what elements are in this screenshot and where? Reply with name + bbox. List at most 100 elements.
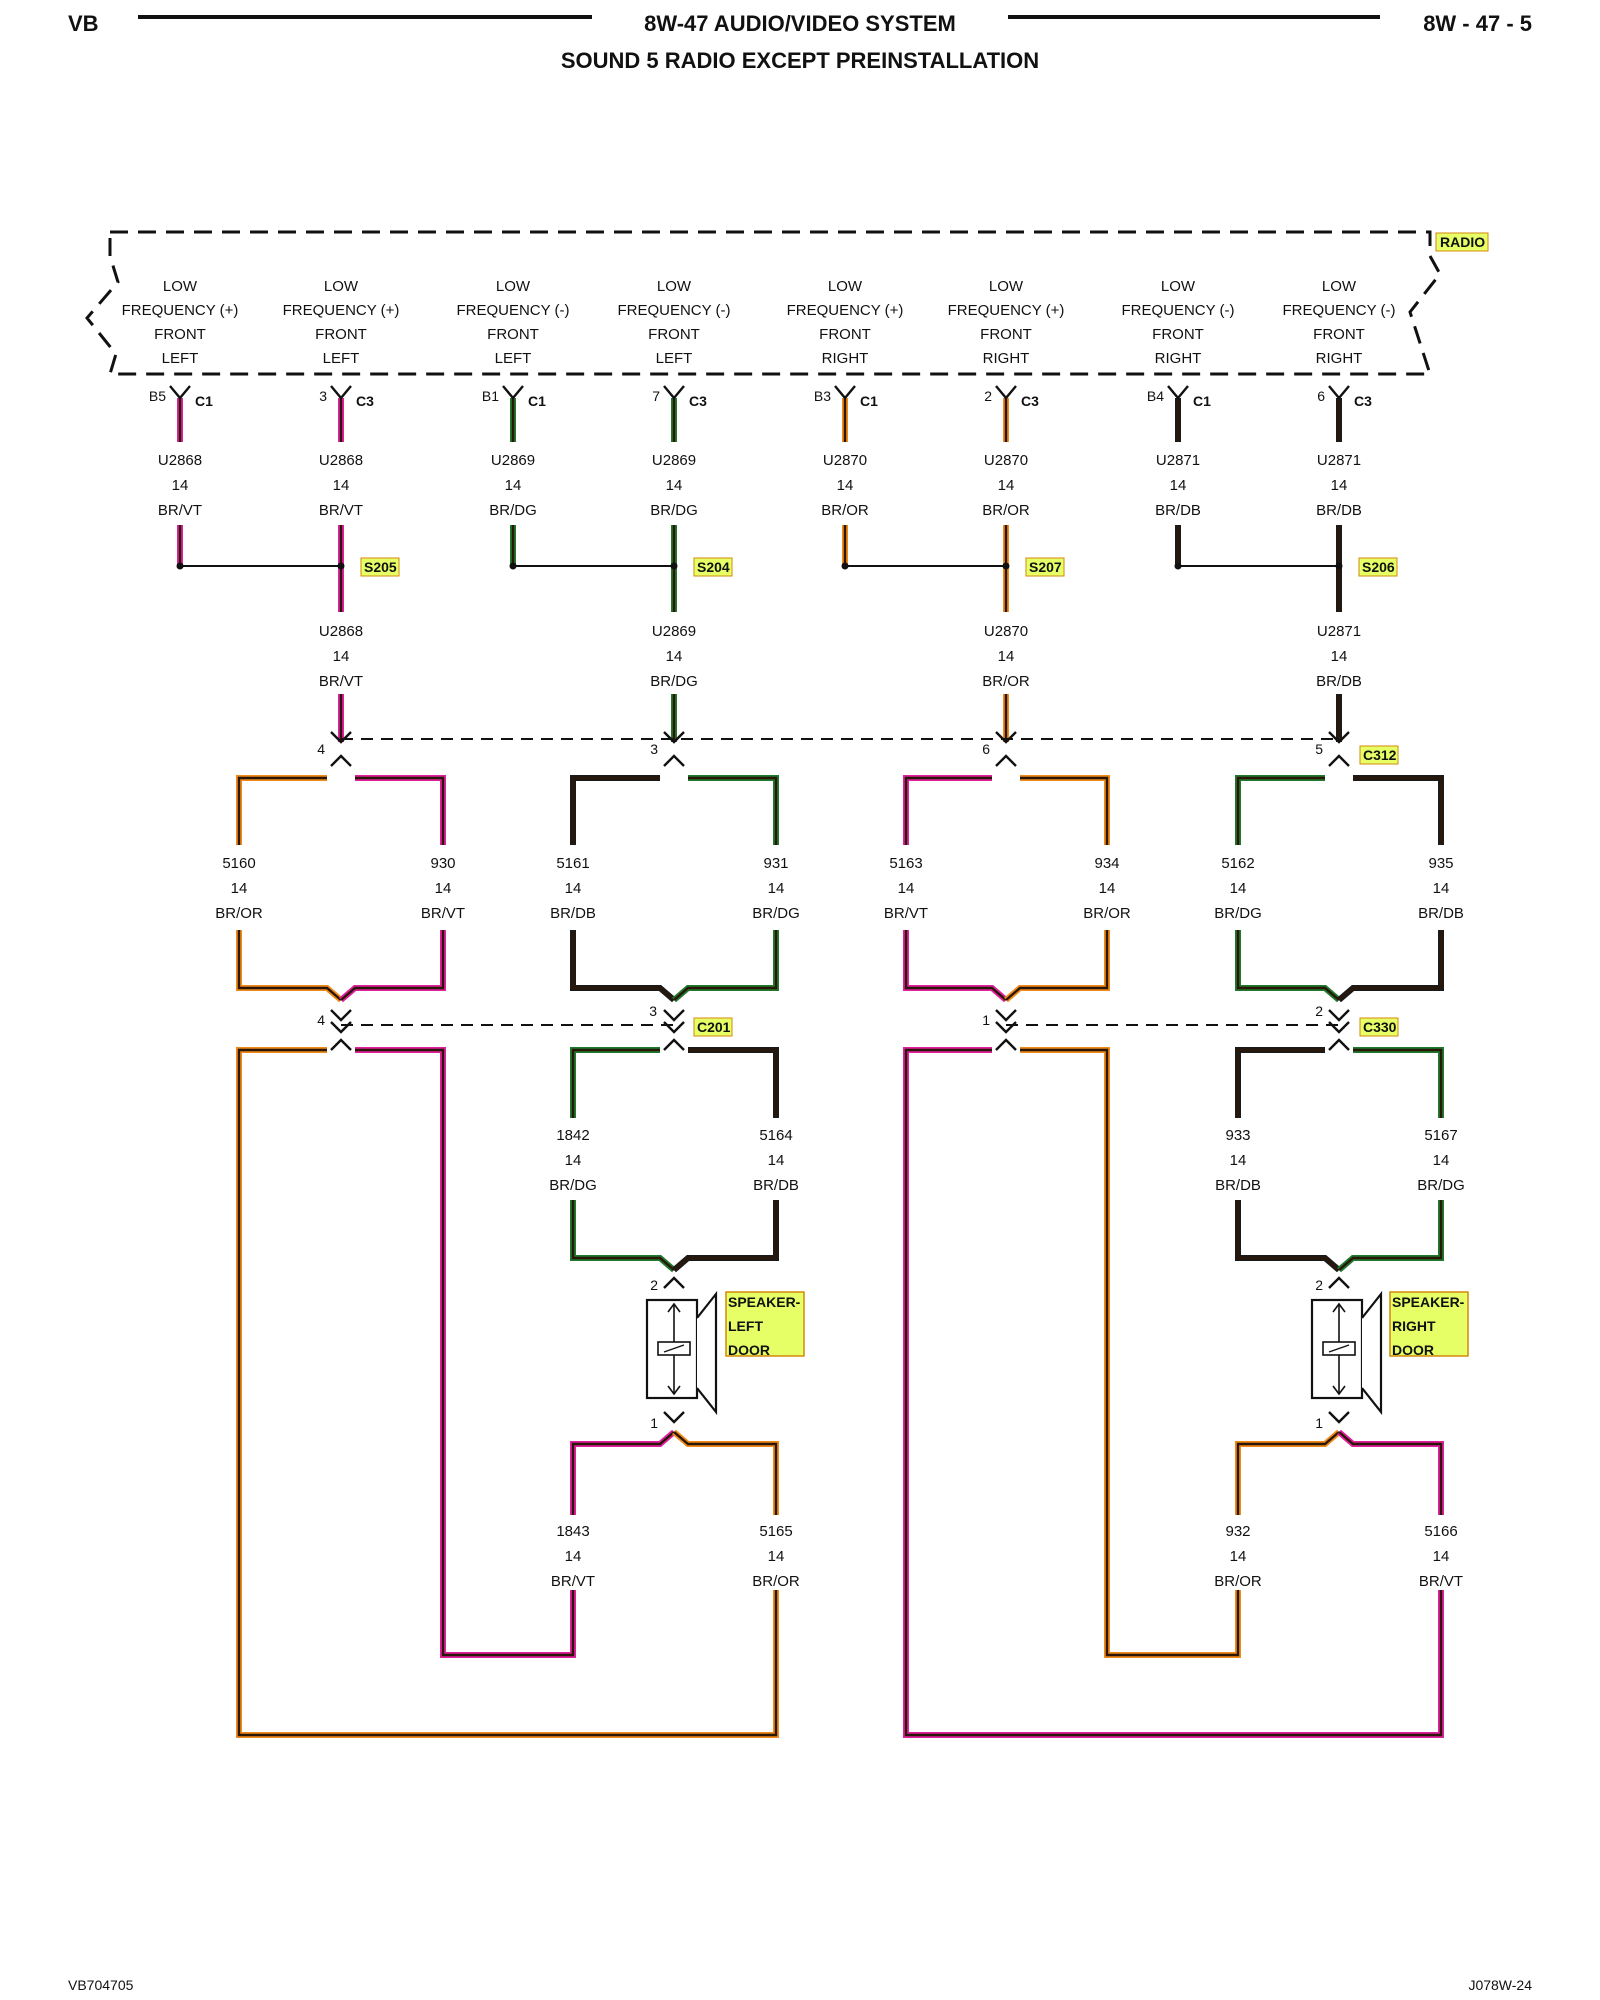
c201-pin-3-number: 3 <box>649 1003 657 1019</box>
left_door-lower-wire-0-color: BR/VT <box>551 1573 595 1590</box>
right_door-speaker-pin-top <box>1328 1276 1350 1289</box>
splice-1-label: S204 <box>697 559 730 575</box>
radio-terminal-label-7-line4: RIGHT <box>1316 350 1363 367</box>
c201-c330-pin-0-male <box>330 1038 352 1051</box>
c312-wire-3-lower <box>672 930 779 1003</box>
c312-wire-7-circuit: 935 <box>1428 855 1453 872</box>
c312-wire-2-upper <box>570 775 660 845</box>
right_door-upper-wire-1-bottom-base <box>1338 1200 1443 1271</box>
radio-terminal-label-5-line2: FREQUENCY (+) <box>948 302 1065 319</box>
c312-wire-2-lower-base <box>571 930 675 1001</box>
c312-wire-3-gauge: 14 <box>768 880 785 897</box>
radio-wire-7-circuit: U2871 <box>1317 452 1361 469</box>
radio-terminal-label-1-line4: LEFT <box>323 350 360 367</box>
splice-0-label: S205 <box>364 559 397 575</box>
radio-terminal-2-symbol <box>502 385 524 400</box>
c312-wire-7-upper-stripe <box>1353 775 1444 845</box>
radio-wire-3-circuit: U2869 <box>652 452 696 469</box>
right_door-lower-wire-1-top-base <box>1338 1431 1443 1515</box>
left_door-speaker-label-line2: LEFT <box>728 1318 763 1334</box>
radio-terminal-6-connector: C1 <box>1193 393 1211 409</box>
c312-wire-1-upper-base <box>355 776 445 845</box>
radio-terminal-1-symbol <box>330 385 352 400</box>
radio-terminal-label-6-line2: FREQUENCY (-) <box>1121 302 1234 319</box>
c312-pin-2-number: 6 <box>982 741 990 757</box>
left_door-lower-wire-0-circuit: 1843 <box>556 1523 589 1540</box>
c312-wire-2-circuit: 5161 <box>556 855 589 872</box>
right_door-speaker-coil-mark <box>1328 1344 1350 1353</box>
right-outer-return-wire-base <box>904 1048 1443 1737</box>
radio-terminal-label-3-line3: FRONT <box>648 326 700 343</box>
c201-c330-pin-0-female-2 <box>330 1021 352 1034</box>
c312-wire-1-upper <box>355 775 446 845</box>
radio-terminal-2-pin: B1 <box>482 388 499 404</box>
radio-wire-5-circuit: U2870 <box>984 452 1028 469</box>
radio-terminal-7-pin: 6 <box>1317 388 1325 404</box>
radio-terminal-7-symbol <box>1328 385 1350 400</box>
radio-terminal-4-pin: B3 <box>814 388 831 404</box>
c312-wire-3-color: BR/DG <box>752 905 800 922</box>
radio-terminal-label-3-line4: LEFT <box>656 350 693 367</box>
radio-terminal-5-pin: 2 <box>984 388 992 404</box>
splice-3-label: S206 <box>1362 559 1395 575</box>
c312-wire-3-lower-stripe <box>672 930 779 1003</box>
radio-terminal-label-0-line3: FRONT <box>154 326 206 343</box>
radio-terminal-label-5-line1: LOW <box>989 278 1024 295</box>
left_door-speaker-label-line1: SPEAKER- <box>728 1294 801 1310</box>
page-number: 8W - 47 - 5 <box>1423 11 1532 36</box>
c312-wire-0-gauge: 14 <box>231 880 248 897</box>
c312-wire-1-lower-stripe <box>339 930 446 1003</box>
left-inner-return-wire-base <box>355 1048 575 1657</box>
c312-wire-0-upper <box>236 775 327 845</box>
left_door-upper-wire-1-bottom-base <box>673 1200 778 1271</box>
right_door-upper-wire-0-gauge: 14 <box>1230 1152 1247 1169</box>
c201-label: C201 <box>697 1019 731 1035</box>
left_door-speaker-coil-mark <box>663 1344 685 1353</box>
splice-2-wire-circuit: U2870 <box>984 623 1028 640</box>
right-inner-return-wire-base <box>1020 1048 1240 1657</box>
radio-wire-4-color: BR/OR <box>821 502 869 519</box>
c312-wire-5-gauge: 14 <box>1099 880 1116 897</box>
c312-pin-2-male <box>995 754 1017 767</box>
c312-wire-6-upper-base <box>1236 776 1325 845</box>
c312-wire-5-lower-stripe <box>1004 930 1110 1003</box>
left_door-upper-wire-1-bottom <box>672 1200 779 1273</box>
right_door-lower-wire-1-gauge: 14 <box>1433 1548 1450 1565</box>
c312-wire-6-lower <box>1235 930 1341 1003</box>
c330-label: C330 <box>1363 1019 1397 1035</box>
right_door-speaker-pin-bottom-number: 1 <box>1315 1415 1323 1431</box>
left_door-speaker-pin-bottom <box>663 1411 685 1424</box>
left_door-upper-wire-0-color: BR/DG <box>549 1177 597 1194</box>
radio-wire-1-circuit: U2868 <box>319 452 363 469</box>
c312-wire-3-lower-base <box>673 930 778 1001</box>
radio-terminal-label-1-line3: FRONT <box>315 326 367 343</box>
c330-pin-2-number: 2 <box>1315 1003 1323 1019</box>
c312-wire-5-upper-base <box>1020 776 1109 845</box>
radio-wire-6-circuit: U2871 <box>1156 452 1200 469</box>
splice-0-dot <box>337 562 345 570</box>
c312-wire-3-upper-stripe <box>688 775 779 845</box>
radio-terminal-label-3-line2: FREQUENCY (-) <box>617 302 730 319</box>
splice-3-label-bg <box>1358 557 1398 577</box>
radio-label: RADIO <box>1440 234 1485 250</box>
c312-wire-0-lower <box>236 930 343 1003</box>
radio-wire-1-color: BR/VT <box>319 502 363 519</box>
c312-label-bg <box>1359 745 1399 765</box>
c312-wire-7-lower-stripe <box>1337 930 1444 1003</box>
c312-wire-1-color: BR/VT <box>421 905 465 922</box>
c312-pin-3-number: 5 <box>1315 741 1323 757</box>
c201-c330-pin-2-female <box>995 1009 1017 1022</box>
left_door-upper-wire-1-color: BR/DB <box>753 1177 799 1194</box>
left_door-lower-wire-1-top <box>672 1429 779 1515</box>
radio-wire-6-gauge: 14 <box>1170 477 1187 494</box>
radio-terminal-2-connector: C1 <box>528 393 546 409</box>
right-outer-return-wire <box>903 1047 1444 1738</box>
left_door-speaker-arrows <box>667 1302 681 1396</box>
left_door-upper-wire-1-top <box>688 1047 779 1118</box>
radio-terminal-3-symbol <box>663 385 685 400</box>
left_door-upper-wire-0-bottom-base <box>571 1200 675 1271</box>
left_door-speaker-cone <box>696 1290 718 1416</box>
c201-pin-4-number: 4 <box>317 1012 325 1028</box>
c312-wire-4-circuit: 5163 <box>889 855 922 872</box>
